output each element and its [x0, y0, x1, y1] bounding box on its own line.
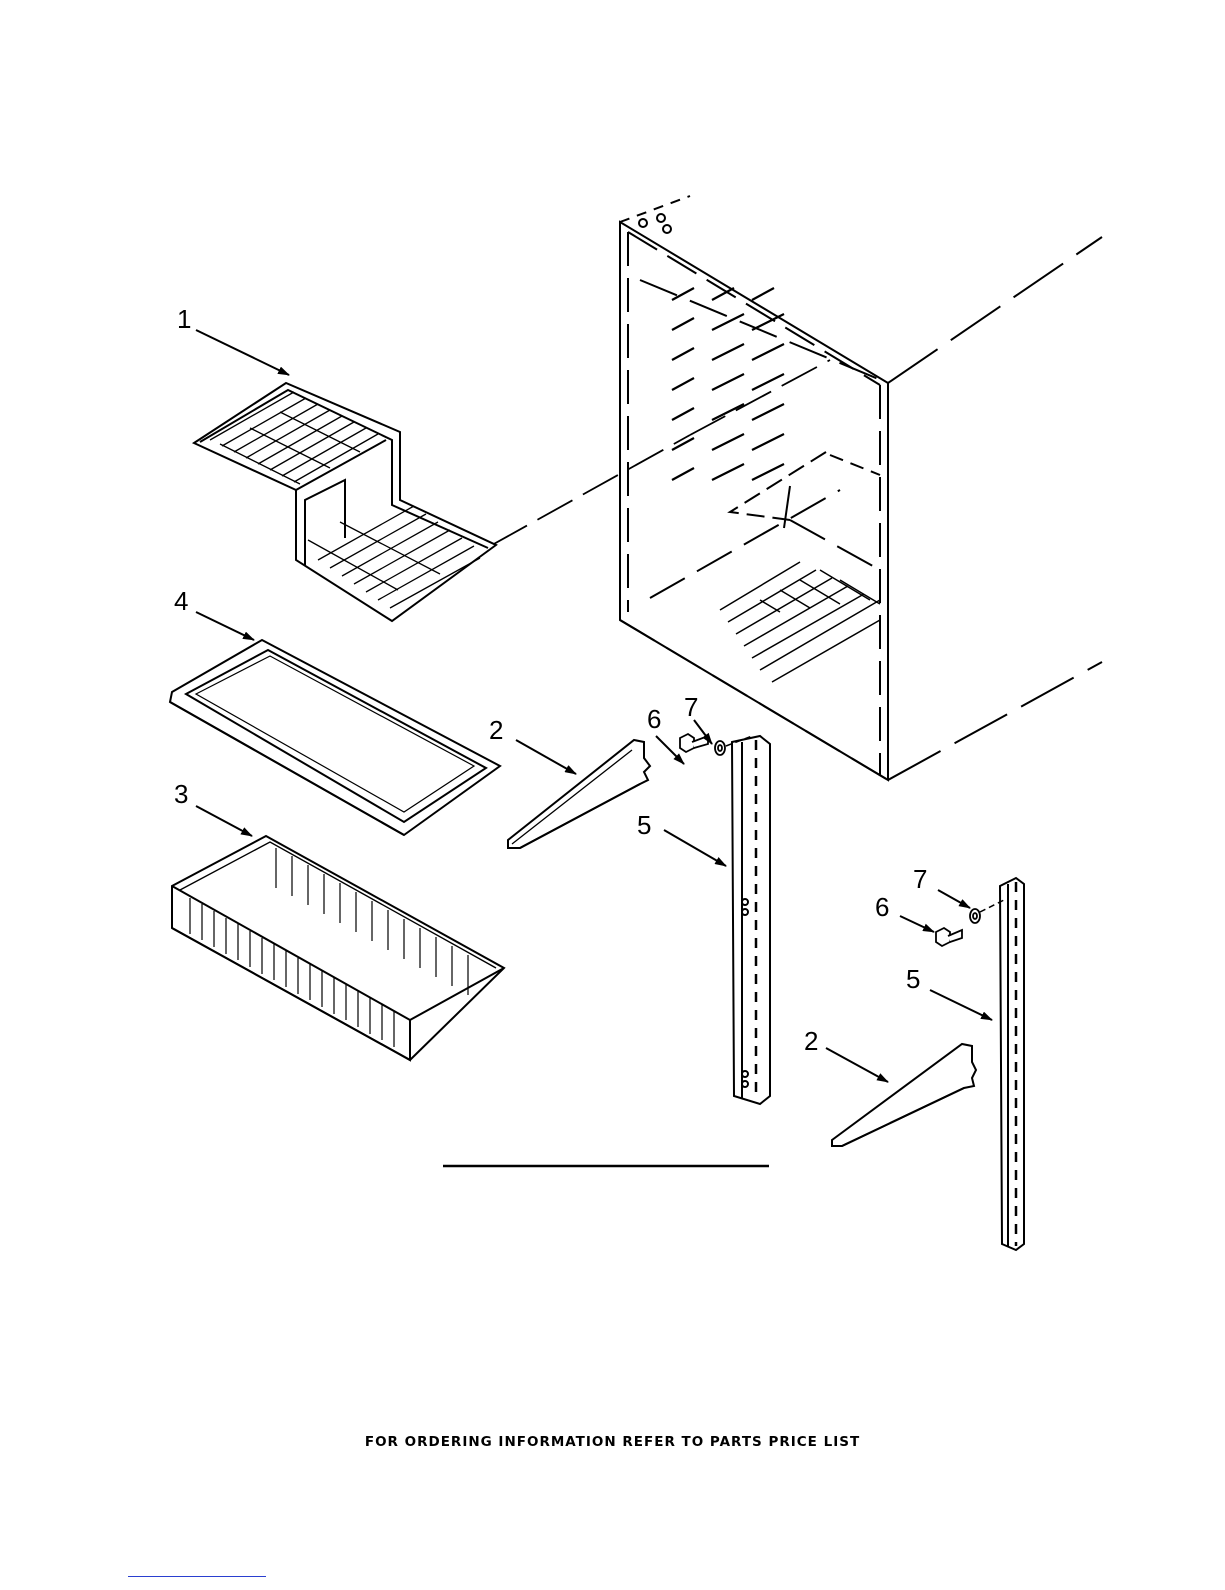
callout-5-center: 5	[637, 810, 651, 840]
wire-basket	[172, 836, 504, 1060]
cabinet-floor-vent	[720, 562, 880, 682]
callout-7-upper: 7	[684, 692, 698, 722]
ordering-info-footer: FOR ORDERING INFORMATION REFER TO PARTS …	[0, 1434, 1225, 1450]
washer-upper	[715, 741, 725, 755]
bottom-link-underline[interactable]	[128, 1576, 266, 1577]
callout-5-right: 5	[906, 964, 920, 994]
callout-6-lower: 6	[875, 892, 889, 922]
shelf-standard-center	[732, 736, 770, 1104]
screw-upper	[680, 734, 708, 752]
callout-2-lower: 2	[804, 1026, 818, 1056]
callout-4: 4	[174, 586, 188, 616]
shelf-standard-right	[1000, 878, 1024, 1250]
screw-lower	[936, 928, 962, 946]
step-wire-shelf	[194, 383, 496, 621]
callout-2-upper: 2	[489, 715, 503, 745]
cabinet-back-wall	[620, 222, 888, 780]
glass-shelf	[170, 640, 500, 835]
shelf-bracket-upper	[508, 740, 650, 848]
shelf-bracket-lower	[832, 1044, 976, 1146]
callout-7-lower: 7	[913, 864, 927, 894]
callout-1: 1	[177, 304, 191, 334]
callout-6-upper: 6	[647, 704, 661, 734]
washer-lower	[970, 909, 980, 923]
shelf-alignment-line	[492, 435, 690, 545]
callout-3: 3	[174, 779, 188, 809]
